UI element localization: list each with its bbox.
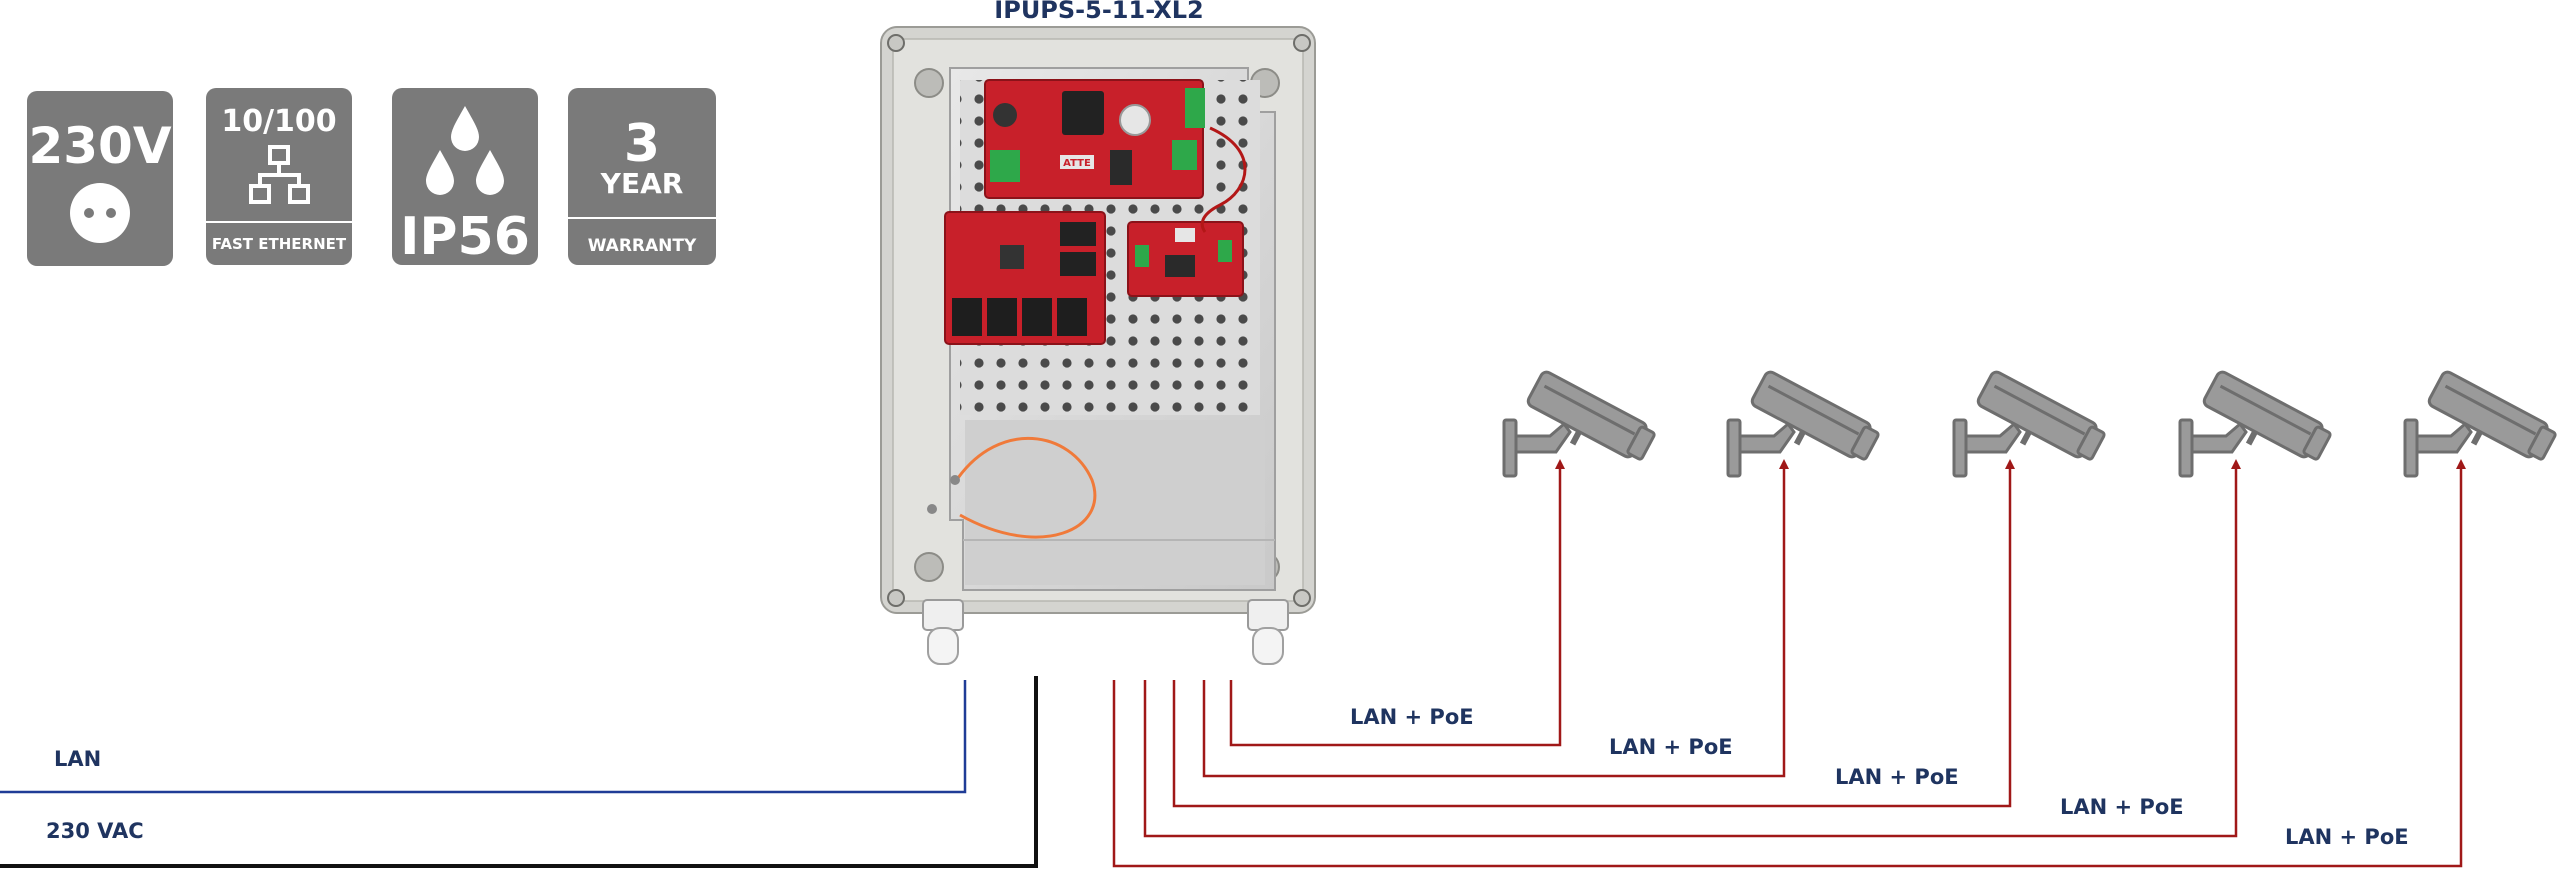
cameras-group [1502,370,2557,478]
badge-ip-text: IP56 [400,207,530,267]
power-socket-icon [70,183,130,243]
badge-ethernet: 10/100 FAST ETHERNET [206,88,352,265]
cable-gland-right [1247,599,1289,665]
poe-line-2 [1202,459,1789,778]
poe-label-5: LAN + PoE [2285,825,2409,849]
network-topology-icon [249,145,310,204]
cctv-camera-icon [2403,370,2557,478]
poe-label-1: LAN + PoE [1350,705,1474,729]
enclosure: ATTE [880,26,1316,665]
badge-ip-rating: IP56 [392,88,538,267]
poe-line-1 [1229,459,1565,747]
cctv-camera-icon [1952,370,2106,478]
badge-voltage-text: 230V [28,117,171,175]
lan-label: LAN [54,747,101,771]
switch-board [944,211,1106,345]
badge-warranty-unit: YEAR [600,167,684,200]
cctv-camera-icon [1502,370,1656,478]
psu-brand-label: ATTE [1063,158,1091,169]
badge-warranty: 3 YEAR WARRANTY [568,88,716,265]
poe-line-4 [1143,459,2241,838]
cctv-camera-icon [1726,370,1880,478]
badge-ethernet-speed: 10/100 [221,104,336,139]
poe-label-4: LAN + PoE [2060,795,2184,819]
poe-label-3: LAN + PoE [1835,765,1959,789]
cctv-camera-icon [2178,370,2332,478]
converter-board [1127,221,1244,297]
poe-label-2: LAN + PoE [1609,735,1733,759]
corner-screws [887,34,1311,607]
power-input-line [0,676,1038,868]
poe-line-5 [1112,459,2466,868]
cable-gland-left [922,599,964,665]
badge-warranty-caption: WARRANTY [588,236,697,256]
power-label: 230 VAC [46,819,144,843]
device-title: IPUPS-5-11-XL2 [994,0,1203,24]
badge-voltage: 230V [27,91,173,266]
poe-line-3 [1172,459,2015,808]
water-drops-icon [426,106,504,195]
lan-input-line [0,680,967,794]
psu-board: ATTE [984,79,1205,199]
badge-ethernet-caption: FAST ETHERNET [212,235,347,253]
badge-warranty-number: 3 [624,114,660,174]
